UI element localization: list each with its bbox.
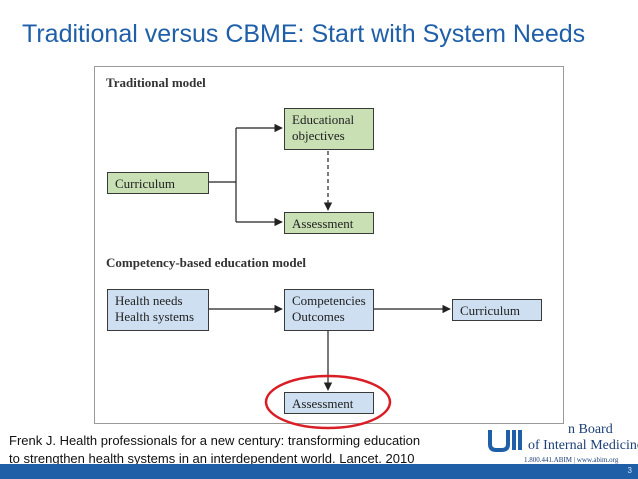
objectives-line2: objectives (292, 128, 345, 143)
traditional-curriculum-label: Curriculum (115, 176, 175, 191)
competencies-line1: Competencies (292, 293, 366, 308)
competencies-line2: Outcomes (292, 309, 345, 324)
traditional-assessment-box: Assessment (284, 212, 374, 234)
cbme-curriculum-box: Curriculum (452, 299, 542, 321)
citation-line2: to strengthen health systems in an inter… (9, 451, 415, 466)
needs-line2: Health systems (115, 309, 195, 324)
traditional-assessment-label: Assessment (292, 216, 354, 231)
objectives-line1: Educational (292, 112, 355, 127)
slide-title: Traditional versus CBME: Start with Syst… (22, 20, 586, 48)
logo-name-line2: of Internal Medicine (528, 438, 638, 453)
traditional-model-heading: Traditional model (106, 75, 206, 90)
health-needs-box: Health needs Health systems (107, 289, 209, 331)
traditional-curriculum-box: Curriculum (107, 172, 209, 194)
citation-line1: Frenk J. Health professionals for a new … (9, 433, 421, 448)
slide-number: 3 (627, 466, 632, 475)
competencies-box: Competencies Outcomes (284, 289, 374, 331)
abim-emblem-icon (488, 426, 522, 452)
cbme-assessment-label: Assessment (292, 396, 354, 411)
logo-contact: 1.800.441.ABIM | www.abim.org (524, 456, 619, 464)
cbme-curriculum-label: Curriculum (460, 303, 520, 318)
citation: Frenk J. Health professionals for a new … (9, 432, 420, 468)
highlight-ellipse (264, 374, 392, 430)
abim-logo: n Board of Internal Medicine 1.800.441.A… (488, 418, 638, 464)
educational-objectives-box: Educational objectives (284, 108, 374, 150)
cbme-model-heading: Competency-based education model (106, 255, 307, 270)
logo-name-line1: n Board (568, 422, 613, 437)
cbme-assessment-box: Assessment (284, 392, 374, 414)
footer-bar: 3 (0, 464, 638, 479)
needs-line1: Health needs (115, 293, 183, 308)
